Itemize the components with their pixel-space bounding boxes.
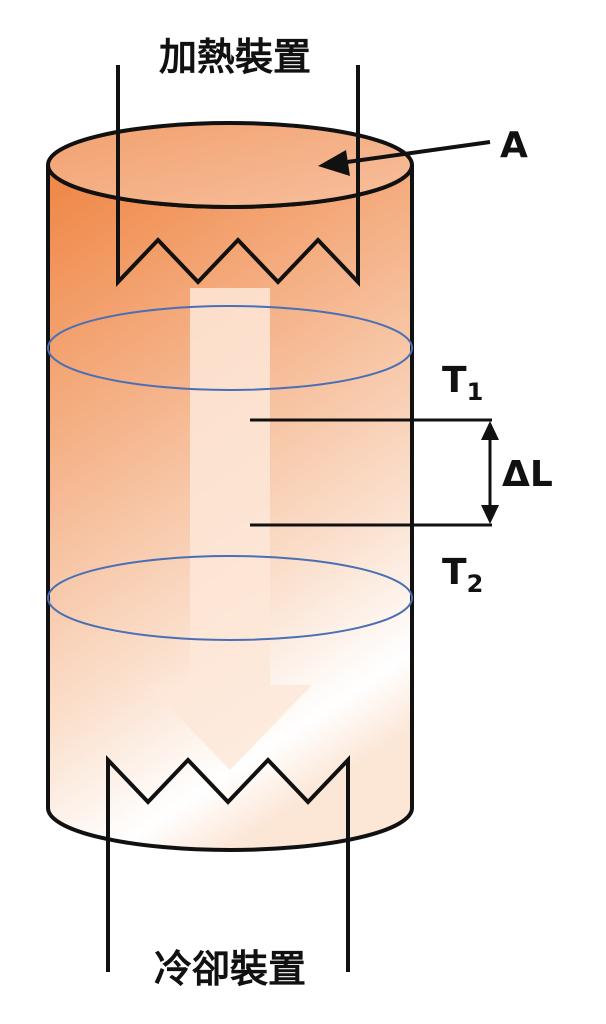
heat-flow-arrow: [148, 288, 312, 770]
t2-label-subscript: 2: [467, 570, 484, 598]
length-arrow-top: [481, 421, 499, 440]
cross-section-top: [46, 121, 414, 209]
t1-label-subscript: 1: [467, 378, 484, 406]
area-label: A: [500, 125, 528, 166]
t2-label: T2: [442, 552, 483, 598]
length-arrow-bottom: [481, 505, 499, 524]
heater-label: 加熱裝置: [159, 35, 311, 79]
heater-element: [116, 65, 360, 287]
area-pointer-head: [318, 150, 350, 176]
isotherm-ring-t2: [47, 555, 413, 641]
area-pointer-line: [339, 140, 491, 165]
cooler-label: 冷卻裝置: [154, 947, 306, 991]
t1-label-base: T: [442, 360, 467, 401]
length-label: ΔL: [502, 454, 553, 495]
isotherm-ring-t1: [47, 305, 413, 391]
t2-label-base: T: [442, 552, 467, 593]
t1-label: T1: [442, 360, 483, 406]
cooler-element: [106, 755, 350, 972]
